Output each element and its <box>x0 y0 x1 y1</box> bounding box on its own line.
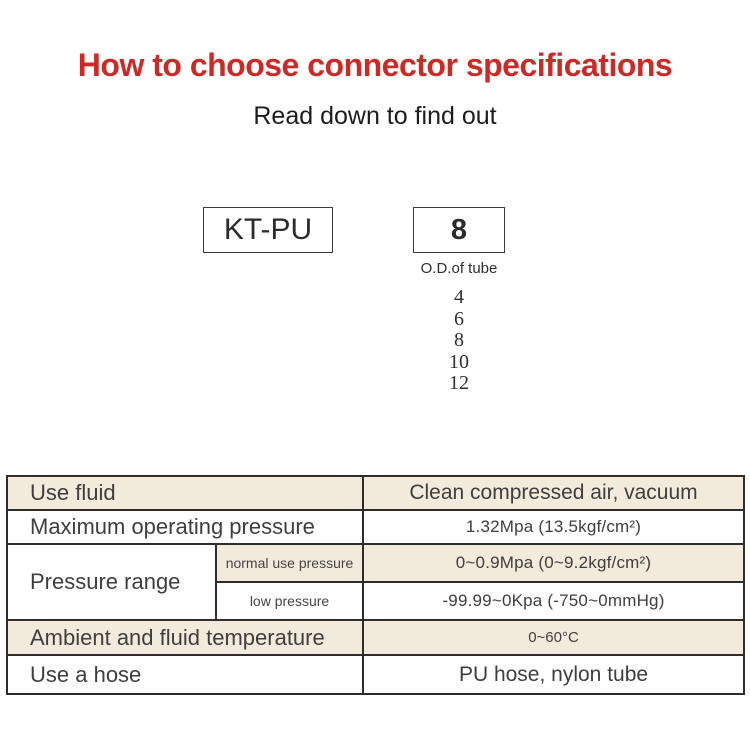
tube-size-option: 12 <box>449 372 469 394</box>
spec-value-normal-pressure: 0~0.9Mpa (0~9.2kgf/cm²) <box>362 543 745 583</box>
tube-size-option: 4 <box>454 286 464 308</box>
table-row: Pressure range normal use pressure 0~0.9… <box>6 543 745 621</box>
model-series-label: KT-PU <box>223 213 313 246</box>
spec-label-pressure-range: Pressure range <box>6 543 217 621</box>
spec-sublabel-normal-pressure: normal use pressure <box>215 543 364 583</box>
tube-size-option: 8 <box>454 329 464 351</box>
table-row: Maximum operating pressure 1.32Mpa (13.5… <box>6 509 745 545</box>
tube-size-option: 6 <box>454 307 464 330</box>
spec-label-hose: Use a hose <box>6 654 364 695</box>
table-row: Use fluid Clean compressed air, vacuum <box>6 475 745 511</box>
tube-size-option: 10 <box>449 350 469 373</box>
table-row: low pressure -99.99~0Kpa (-750~0mmHg) <box>7 581 745 621</box>
table-row: Use a hose PU hose, nylon tube <box>6 654 745 695</box>
page-subtitle: Read down to find out <box>253 102 497 130</box>
spec-sublabel-low-pressure: low pressure <box>215 581 364 621</box>
tube-size-list: 4 6 8 10 12 <box>413 286 505 395</box>
spec-label-use-fluid: Use fluid <box>6 475 364 511</box>
spec-value-max-pressure: 1.32Mpa (13.5kgf/cm²) <box>362 509 745 545</box>
tube-od-caption: O.D.of tube <box>420 260 498 277</box>
page-title: How to choose connector specifications <box>77 47 673 83</box>
model-size-value: 8 <box>450 213 468 246</box>
spec-value-temperature: 0~60°C <box>362 619 745 656</box>
model-series-box: KT-PU <box>203 207 333 253</box>
spec-value-low-pressure: -99.99~0Kpa (-750~0mmHg) <box>362 581 745 621</box>
spec-table: Use fluid Clean compressed air, vacuum M… <box>6 475 745 695</box>
spec-label-temperature: Ambient and fluid temperature <box>6 619 364 656</box>
spec-value-hose: PU hose, nylon tube <box>362 654 745 695</box>
table-row: Ambient and fluid temperature 0~60°C <box>6 619 745 656</box>
spec-value-use-fluid: Clean compressed air, vacuum <box>362 475 745 511</box>
spec-label-max-pressure: Maximum operating pressure <box>6 509 364 545</box>
model-size-box: 8 <box>413 207 505 253</box>
